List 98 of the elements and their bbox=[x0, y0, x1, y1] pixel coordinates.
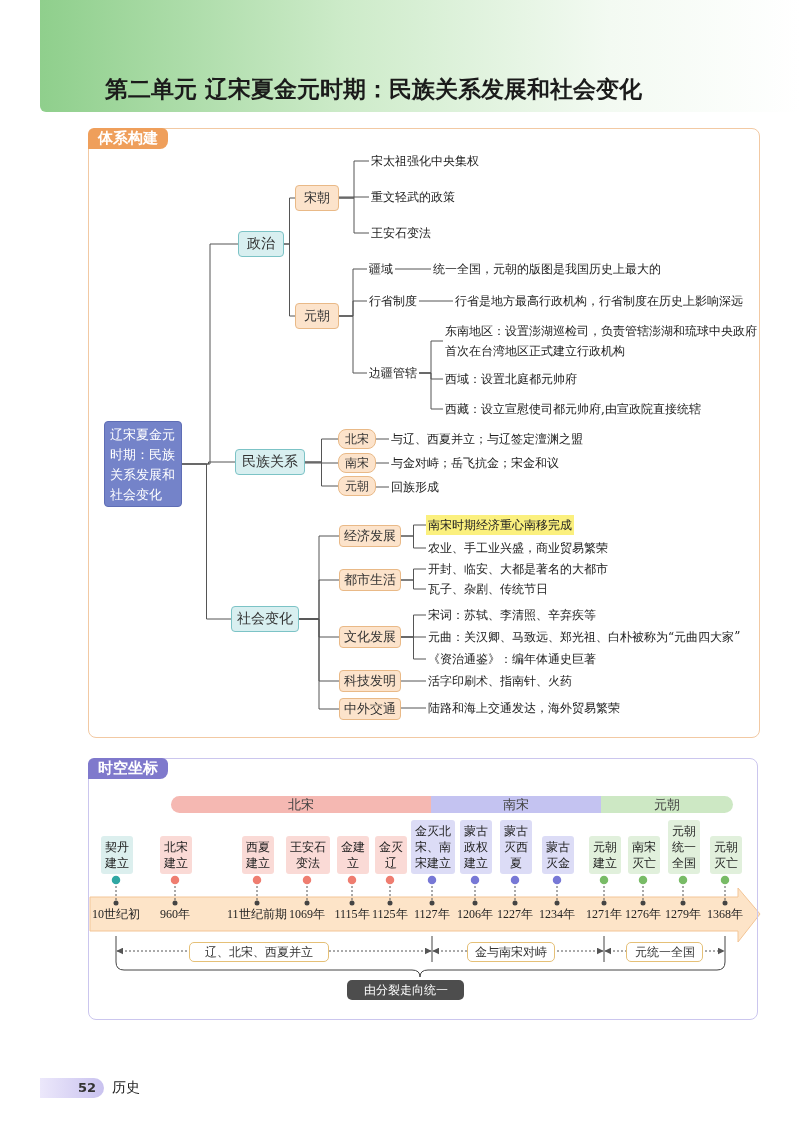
category-box: 民族关系 bbox=[235, 449, 305, 475]
subcategory-box: 南宋 bbox=[338, 453, 376, 473]
event-card: 金灭北宋、南宋建立 bbox=[411, 820, 455, 874]
note-text: 行省是地方最高行政机构，行省制度在历史上影响深远 bbox=[453, 291, 745, 311]
event-card: 蒙古政权建立 bbox=[460, 820, 492, 874]
event-card: 王安石变法 bbox=[286, 836, 330, 874]
subcategory-box: 经济发展 bbox=[339, 525, 401, 547]
note-text: 《资治通鉴》：编年体通史巨著 bbox=[426, 649, 598, 669]
year-label: 1276年 bbox=[625, 906, 661, 923]
year-label: 1368年 bbox=[707, 906, 743, 923]
note-text: 与金对峙；岳飞抗金；宋金和议 bbox=[389, 453, 561, 473]
subcategory-box: 元朝 bbox=[338, 476, 376, 496]
connector-line bbox=[304, 461, 339, 487]
note-text: 与辽、西夏并立；与辽签定澶渊之盟 bbox=[389, 429, 585, 449]
event-card: 元朝灭亡 bbox=[710, 836, 742, 874]
event-card: 西夏建立 bbox=[242, 836, 274, 874]
event-card: 元朝建立 bbox=[589, 836, 621, 874]
connector-line bbox=[418, 372, 444, 410]
connector-line bbox=[375, 462, 390, 464]
connector-line bbox=[400, 579, 427, 590]
highlighted-note: 南宋时期经济重心南移完成 bbox=[426, 515, 574, 535]
era-bar: 南宋 bbox=[431, 796, 601, 813]
note-text: 元曲：关汉卿、马致远、郑光祖、白朴被称为“元曲四大家” bbox=[426, 627, 743, 647]
year-label: 1271年 bbox=[586, 906, 622, 923]
connector-line bbox=[375, 438, 390, 440]
year-label: 1206年 bbox=[457, 906, 493, 923]
category-box: 政治 bbox=[238, 231, 284, 257]
year-label: 1279年 bbox=[665, 906, 701, 923]
page-number: 52 bbox=[40, 1078, 104, 1098]
note-text: 边疆管辖 bbox=[367, 363, 419, 383]
connector-line bbox=[298, 618, 340, 710]
era-bar: 元朝 bbox=[601, 796, 733, 813]
subcategory-box: 北宋 bbox=[338, 429, 376, 449]
year-label: 960年 bbox=[160, 906, 190, 923]
section-panel bbox=[88, 128, 760, 738]
event-card: 北宋建立 bbox=[160, 836, 192, 874]
note-text: 瓦子、杂剧、传统节日 bbox=[426, 579, 550, 599]
connector-line bbox=[400, 707, 427, 709]
connector-line bbox=[338, 196, 370, 198]
year-label: 1234年 bbox=[539, 906, 575, 923]
summary-label: 由分裂走向统一 bbox=[347, 980, 464, 1000]
subcategory-box: 中外交通 bbox=[339, 698, 401, 720]
connector-line bbox=[304, 462, 339, 464]
page-title: 第二单元 辽宋夏金元时期：民族关系发展和社会变化 bbox=[105, 75, 642, 104]
year-label: 10世纪初 bbox=[92, 906, 140, 923]
note-text: 西域：设置北庭都元帅府 bbox=[443, 369, 579, 389]
event-card: 契丹建立 bbox=[101, 836, 133, 874]
note-text: 宋词：苏轼、李清照、辛弃疾等 bbox=[426, 605, 598, 625]
note-text: 行省制度 bbox=[367, 291, 419, 311]
event-card: 南宋灭亡 bbox=[628, 836, 660, 874]
connector-line bbox=[375, 486, 390, 488]
connector-line bbox=[338, 315, 368, 374]
note-text: 疆域 bbox=[367, 259, 395, 279]
era-bar: 北宋 bbox=[171, 796, 431, 813]
note-text: 陆路和海上交通发达，海外贸易繁荣 bbox=[426, 698, 622, 718]
connector-line bbox=[338, 197, 370, 234]
year-label: 1127年 bbox=[414, 906, 450, 923]
year-label: 11世纪前期 bbox=[227, 906, 287, 923]
connector-line bbox=[400, 535, 427, 549]
subcategory-box: 科技发明 bbox=[339, 670, 401, 692]
subcategory-box: 宋朝 bbox=[295, 185, 339, 211]
subcategory-box: 文化发展 bbox=[339, 626, 401, 648]
period-label: 金与南宋对峙 bbox=[467, 942, 555, 962]
note-text: 回族形成 bbox=[389, 477, 441, 497]
footer-text: 历史 bbox=[112, 1079, 140, 1097]
event-card: 元朝统一全国 bbox=[668, 820, 700, 874]
year-label: 1125年 bbox=[372, 906, 408, 923]
section-tab: 时空坐标 bbox=[88, 758, 168, 779]
note-text: 王安石变法 bbox=[369, 223, 433, 243]
connector-line bbox=[283, 243, 296, 317]
period-label: 元统一全国 bbox=[626, 942, 703, 962]
event-card: 金灭辽 bbox=[375, 836, 407, 874]
period-label: 辽、北宋、西夏并立 bbox=[189, 942, 329, 962]
connector-line bbox=[394, 268, 432, 270]
subcategory-box: 元朝 bbox=[295, 303, 339, 329]
note-text: 活字印刷术、指南针、火药 bbox=[426, 671, 574, 691]
section-panel bbox=[88, 758, 758, 1020]
note-text: 宋太祖强化中央集权 bbox=[369, 151, 481, 171]
event-card: 蒙古灭西夏 bbox=[500, 820, 532, 874]
section-tab: 体系构建 bbox=[88, 128, 168, 149]
year-label: 1227年 bbox=[497, 906, 533, 923]
connector-line bbox=[400, 636, 427, 660]
note-text: 开封、临安、大都是著名的大都市 bbox=[426, 559, 610, 579]
category-box: 社会变化 bbox=[231, 606, 299, 632]
note-text: 西藏：设立宣慰使司都元帅府,由宣政院直接统辖 bbox=[443, 399, 703, 419]
topic-box: 辽宋夏金元时期：民族关系发展和社会变化 bbox=[104, 421, 182, 507]
year-label: 1069年 bbox=[289, 906, 325, 923]
event-card: 金建立 bbox=[337, 836, 369, 874]
connector-line bbox=[400, 680, 427, 682]
year-label: 1115年 bbox=[334, 906, 370, 923]
note-text: 统一全国，元朝的版图是我国历史上最大的 bbox=[431, 259, 663, 279]
note-text: 农业、手工业兴盛，商业贸易繁荣 bbox=[426, 538, 610, 558]
connector-line bbox=[418, 300, 454, 302]
event-card: 蒙古灭金 bbox=[542, 836, 574, 874]
note-text: 东南地区：设置澎湖巡检司，负责管辖澎湖和琉球中央政府首次在台湾地区正式建立行政机构 bbox=[443, 321, 761, 361]
connector-line bbox=[181, 463, 232, 620]
note-text: 重文轻武的政策 bbox=[369, 187, 457, 207]
subcategory-box: 都市生活 bbox=[339, 569, 401, 591]
